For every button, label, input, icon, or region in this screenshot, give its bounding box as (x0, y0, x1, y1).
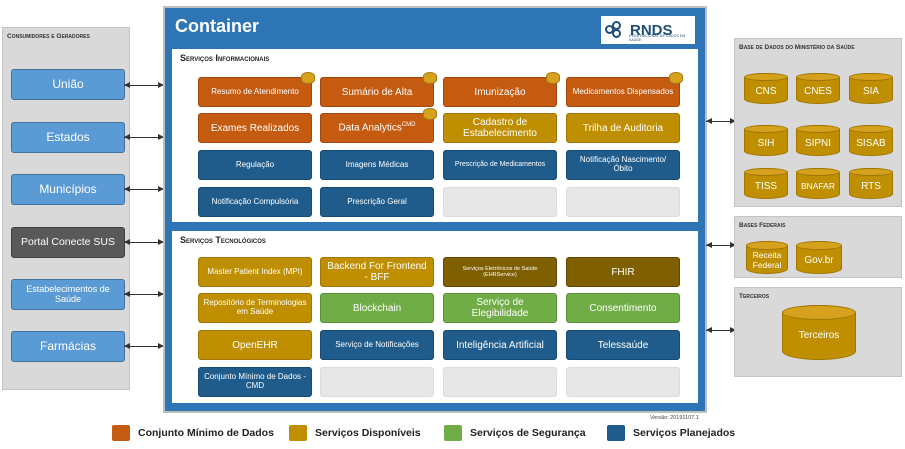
arrow-ministerio (706, 118, 736, 124)
database-icon (301, 72, 315, 84)
arrow-farmacias (124, 343, 164, 349)
db-bnafar[interactable]: BNAFAR (796, 168, 840, 199)
db-terceiros[interactable]: Terceiros (782, 305, 856, 360)
logo-text: RNDS (630, 21, 673, 39)
portal-conecte-sus-node[interactable]: Portal Conecte SUS (11, 227, 125, 258)
service-bff[interactable]: Backend For Frontend - BFF (320, 257, 434, 287)
service-blockchain[interactable]: Blockchain (320, 293, 434, 323)
service-inteligencia-artificial[interactable]: Inteligência Artificial (443, 330, 557, 360)
db-receita-federal[interactable]: Receita Federal (746, 241, 788, 274)
arrow-estabelecimentos (124, 291, 164, 297)
legend-seguranca: Serviços de Segurança (444, 425, 586, 441)
service-fhir[interactable]: FHIR (566, 257, 680, 287)
service-consentimento[interactable]: Consentimento (566, 293, 680, 323)
empty-slot (566, 187, 680, 217)
service-elegibilidade[interactable]: Serviço de Elegibilidade (443, 293, 557, 323)
uniao-node[interactable]: União (11, 69, 125, 100)
db-tiss[interactable]: TISS (744, 168, 788, 199)
terceiros-panel: Terceiros Terceiros (734, 287, 902, 377)
service-prescricao-medicamentos[interactable]: Prescrição de Medicamentos (443, 150, 557, 180)
legend-swatch (112, 425, 130, 441)
service-notificacao-compulsoria[interactable]: Notificação Compulsória (198, 187, 312, 217)
empty-slot (443, 187, 557, 217)
arrow-uniao (124, 82, 164, 88)
arrow-federais (706, 242, 736, 248)
municipios-node[interactable]: Municípios (11, 174, 125, 205)
logo-subtitle: REDE NACIONAL DE DADOS EM SAÚDE (629, 34, 686, 42)
service-prescricao-geral[interactable]: Prescrição Geral (320, 187, 434, 217)
arrow-terceiros (706, 327, 736, 333)
container-title: Container (175, 16, 260, 36)
legend-planejados: Serviços Planejados (607, 425, 735, 441)
legend-disponiveis: Serviços Disponíveis (289, 425, 421, 441)
service-imunizacao[interactable]: Imunização (443, 72, 560, 107)
db-cnes[interactable]: CNES (796, 73, 840, 104)
service-trilha-auditoria[interactable]: Trilha de Auditoria (566, 113, 680, 143)
legend-swatch (444, 425, 462, 441)
database-icon (669, 72, 683, 84)
rnds-container: Container RNDS REDE NACIONAL DE DADOS EM… (163, 6, 707, 413)
service-medicamentos-dispensados[interactable]: Medicamentos Dispensados (566, 72, 683, 107)
empty-slot (566, 367, 680, 397)
db-rts[interactable]: RTS (849, 168, 893, 199)
db-sisab[interactable]: SISAB (849, 125, 893, 156)
service-cadastro-estabelecimento[interactable]: Cadastro de Estabelecimento (443, 113, 557, 143)
farmacias-node[interactable]: Farmácias (11, 331, 125, 362)
version-label: Versão: 20191107.1 (650, 415, 699, 421)
database-icon (423, 72, 437, 84)
rnds-logo-icon (605, 21, 627, 39)
service-cmd[interactable]: Conjunto Mínimo de Dados - CMD (198, 367, 312, 397)
service-mpi[interactable]: Master Patient Index (MPI) (198, 257, 312, 287)
db-cns[interactable]: CNS (744, 73, 788, 104)
panel-title: Base de Dados do Ministério da Saúde (739, 44, 855, 51)
legend-swatch (289, 425, 307, 441)
arrow-estados (124, 134, 164, 140)
empty-slot (320, 367, 434, 397)
service-telessaude[interactable]: Telessaúde (566, 330, 680, 360)
legend-swatch (607, 425, 625, 441)
empty-slot (443, 367, 557, 397)
arrow-portal (124, 239, 164, 245)
service-ehrservice[interactable]: Serviços Eletrônicos de Saúde (EHRServic… (443, 257, 557, 287)
bases-federais-panel: Bases Federais Receita Federal Gov.br (734, 216, 902, 278)
ministerio-panel: Base de Dados do Ministério da Saúde CNS… (734, 38, 902, 207)
panel-title: Terceiros (739, 293, 770, 300)
servicos-tecnologicos-section: Serviços Tecnológicos Master Patient Ind… (172, 231, 698, 403)
panel-title: Consumidores e Geradores (7, 33, 90, 40)
estabelecimentos-node[interactable]: Estabelecimentos de Saúde (11, 279, 125, 310)
service-regulacao[interactable]: Regulação (198, 150, 312, 180)
service-exames-realizados[interactable]: Exames Realizados (198, 113, 312, 143)
service-openehr[interactable]: OpenEHR (198, 330, 312, 360)
rnds-logo: RNDS REDE NACIONAL DE DADOS EM SAÚDE (601, 16, 695, 44)
db-gov-br[interactable]: Gov.br (796, 241, 842, 274)
estados-node[interactable]: Estados (11, 122, 125, 153)
db-sia[interactable]: SIA (849, 73, 893, 104)
service-repositorio-terminologias[interactable]: Repositório de Terminologias em Saúde (198, 293, 312, 323)
db-sipni[interactable]: SIPNI (796, 125, 840, 156)
service-resumo-atendimento[interactable]: Resumo de Atendimento (198, 72, 315, 107)
service-notificacoes[interactable]: Serviço de Notificações (320, 330, 434, 360)
database-icon (423, 108, 437, 120)
service-notificacao-nascimento-obito[interactable]: Notificação Nascimento/Óbito (566, 150, 680, 180)
service-sumario-alta[interactable]: Sumário de Alta (320, 72, 437, 107)
arrow-municipios (124, 186, 164, 192)
service-imagens-medicas[interactable]: Imagens Médicas (320, 150, 434, 180)
servicos-informacionais-section: Serviços Informacionais Resumo de Atendi… (172, 49, 698, 222)
db-sih[interactable]: SIH (744, 125, 788, 156)
legend-cmd: Conjunto Mínimo de Dados (112, 425, 274, 441)
consumidores-geradores-panel: Consumidores e Geradores União Estados M… (2, 27, 130, 390)
service-data-analytics[interactable]: Data AnalyticsCMD (320, 108, 437, 143)
database-icon (546, 72, 560, 84)
panel-title: Bases Federais (739, 222, 786, 229)
section-title: Serviços Informacionais (180, 53, 270, 63)
section-title: Serviços Tecnológicos (180, 235, 266, 245)
